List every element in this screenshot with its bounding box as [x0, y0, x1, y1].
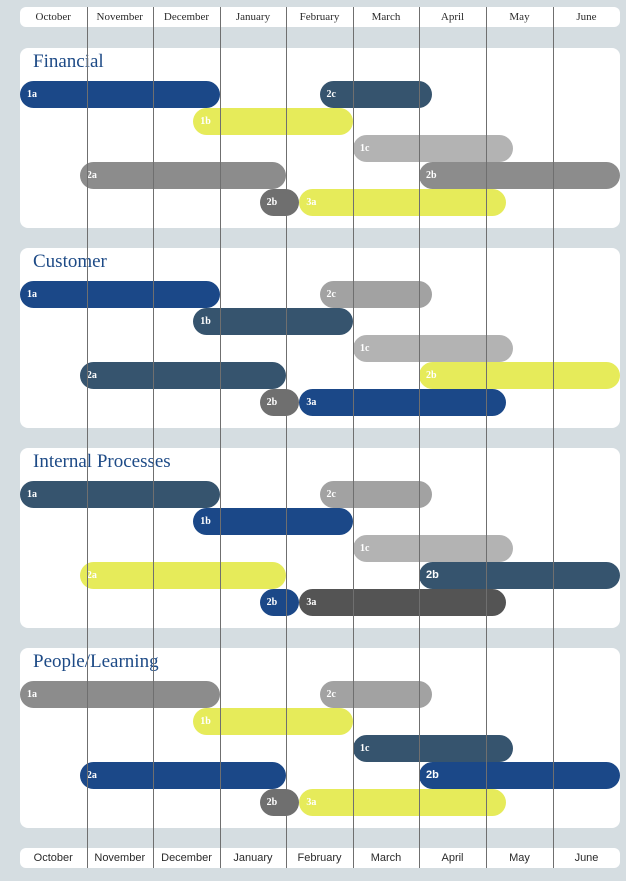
- task-bar-3a: 3a: [299, 789, 507, 816]
- month-label-april: April: [440, 11, 465, 23]
- month-label-may: May: [509, 852, 530, 864]
- panel-title: Financial: [33, 51, 104, 72]
- month-label-june: June: [574, 852, 599, 864]
- month-label-december: December: [161, 852, 212, 864]
- month-label-january: January: [233, 852, 273, 864]
- task-bar-1c: 1c: [353, 735, 513, 762]
- task-bar-3a: 3a: [299, 589, 507, 616]
- month-label-may: May: [509, 11, 530, 23]
- month-label-march: March: [370, 852, 402, 864]
- task-bar-2b: 2b: [259, 189, 300, 216]
- month-divider-line: [553, 7, 554, 868]
- month-divider-line: [353, 7, 354, 868]
- panel-title: Internal Processes: [33, 451, 171, 472]
- task-bar-2c: 2c: [319, 681, 433, 708]
- month-divider-line: [486, 7, 487, 868]
- month-label-april: April: [441, 852, 464, 864]
- task-bar-2b: 2b: [419, 162, 620, 189]
- task-bar-2a: 2a: [79, 762, 286, 789]
- month-label-february: February: [299, 11, 340, 23]
- task-bar-2a: 2a: [79, 362, 286, 389]
- panel-title: People/Learning: [33, 651, 159, 672]
- task-bar-1b: 1b: [193, 108, 353, 135]
- month-header-bottom: October November December January February Ma…: [20, 848, 620, 868]
- task-bar-2b: 2b: [259, 589, 300, 616]
- task-bar-2b: 2b: [419, 562, 620, 589]
- panel-title: Customer: [33, 251, 107, 272]
- month-divider-line: [220, 7, 221, 868]
- task-bar-2b: 2b: [259, 389, 300, 416]
- task-bar-3a: 3a: [299, 389, 507, 416]
- month-label-december: December: [163, 11, 210, 23]
- task-bar-1c: 1c: [353, 535, 513, 562]
- task-bar-2c: 2c: [319, 481, 433, 508]
- task-bar-3a: 3a: [299, 189, 507, 216]
- month-header-top: October November December January February Ma…: [20, 7, 620, 27]
- month-divider-line: [86, 7, 88, 868]
- task-bar-2b: 2b: [419, 362, 620, 389]
- task-bar-1b: 1b: [193, 308, 353, 335]
- month-label-october: October: [33, 852, 73, 864]
- task-bar-1b: 1b: [193, 508, 353, 535]
- month-label-october: October: [35, 11, 71, 23]
- month-divider-line: [286, 7, 287, 868]
- month-label-november: November: [94, 852, 146, 864]
- month-label-march: March: [371, 11, 401, 23]
- task-bar-1a: 1a: [20, 681, 220, 708]
- task-bar-1a: 1a: [20, 81, 220, 108]
- month-label-november: November: [96, 11, 143, 23]
- month-label-june: June: [576, 11, 597, 23]
- month-label-february: February: [297, 852, 342, 864]
- task-bar-2b: 2b: [419, 762, 620, 789]
- task-bar-2a: 2a: [79, 162, 286, 189]
- task-bar-1b: 1b: [193, 708, 353, 735]
- task-bar-1a: 1a: [20, 281, 220, 308]
- task-bar-2b: 2b: [259, 789, 300, 816]
- task-bar-1c: 1c: [353, 335, 513, 362]
- month-divider-line: [153, 7, 154, 868]
- task-bar-2c: 2c: [319, 81, 433, 108]
- month-label-january: January: [235, 11, 271, 23]
- task-bar-2a: 2a: [79, 562, 286, 589]
- task-bar-1c: 1c: [353, 135, 513, 162]
- task-bar-2c: 2c: [319, 281, 433, 308]
- task-bar-1a: 1a: [20, 481, 220, 508]
- month-divider-line: [419, 7, 420, 868]
